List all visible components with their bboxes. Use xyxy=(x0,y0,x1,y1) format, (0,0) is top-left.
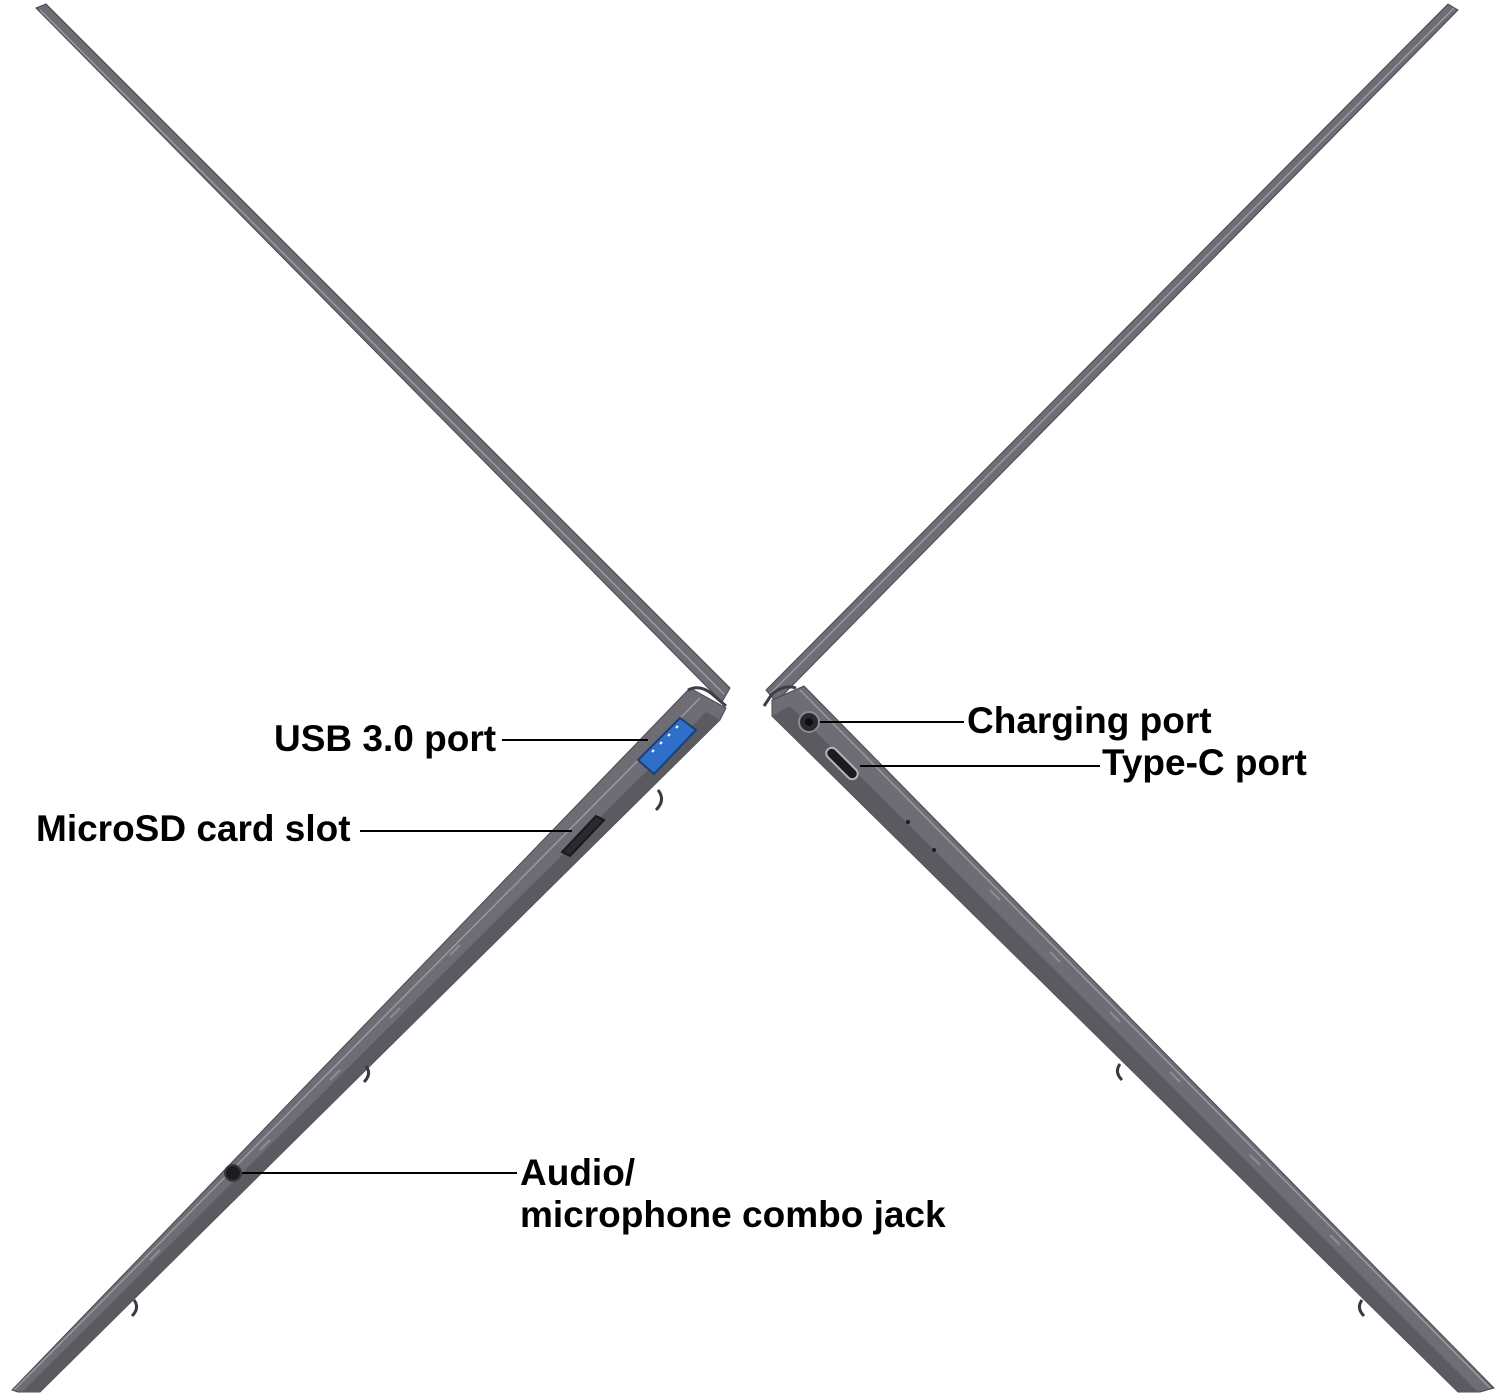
typec-port-label: Type-C port xyxy=(1102,742,1307,783)
audio-jack-icon xyxy=(224,1164,242,1182)
usb-c-port-icon xyxy=(825,746,859,781)
right-laptop-base xyxy=(771,685,1495,1393)
audio-jack-label: Audio/ microphone combo jack xyxy=(520,1152,946,1236)
audio-jack-label-line2: microphone combo jack xyxy=(520,1194,946,1235)
leader-lines xyxy=(242,721,1100,1174)
audio-jack-label-line1: Audio/ xyxy=(520,1152,636,1193)
left-laptop-base xyxy=(11,687,727,1393)
microsd-slot-icon xyxy=(560,814,606,858)
usb-a-port-icon xyxy=(636,716,698,776)
microsd-slot-label: MicroSD card slot xyxy=(36,808,351,849)
dc-charging-port-icon xyxy=(798,711,820,733)
usb-port-label: USB 3.0 port xyxy=(274,718,497,759)
charging-port-label: Charging port xyxy=(967,700,1212,741)
